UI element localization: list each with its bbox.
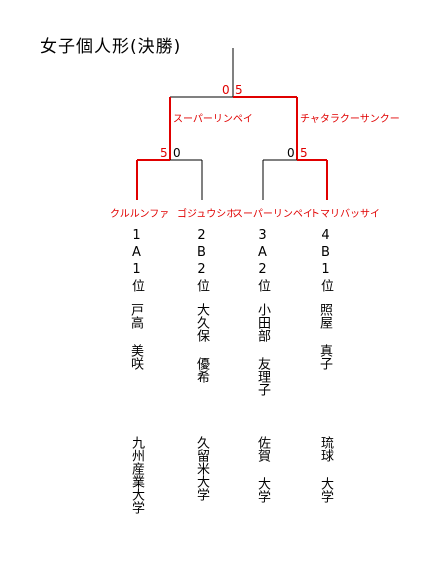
player-4-school: 琉球 大学 (318, 436, 333, 503)
player-1-school: 九州産業大学 (129, 436, 144, 514)
player-4-kata: トマリバッサイ (310, 209, 380, 220)
player-1-pool: A (129, 245, 144, 260)
player-4-pool: B (318, 245, 333, 260)
player-2-school: 久留米大学 (194, 436, 209, 501)
final-score-left: 0 (222, 83, 230, 97)
player-1-rank: 1 (129, 262, 144, 277)
final-right-kata: チャタラクーサンクー (300, 114, 400, 125)
player-3-kata: スーパーリンペイ (233, 209, 313, 220)
player-4-rank: 1 (318, 262, 333, 277)
player-2-name: 大久保 優希 (194, 303, 209, 383)
player-3-pos: 位 (255, 279, 270, 292)
semi-left-score-right: 0 (173, 146, 181, 160)
player-1-seed: 1 (129, 228, 144, 243)
player-3-rank: 2 (255, 262, 270, 277)
semi-right-score-right: 5 (300, 146, 308, 160)
player-2-kata: ゴジュウシホ (177, 209, 237, 220)
final-score-right: 5 (235, 83, 243, 97)
player-1-pos: 位 (129, 279, 144, 292)
player-2-rank: 2 (194, 262, 209, 277)
player-4-seed: 4 (318, 228, 333, 243)
player-3-school: 佐賀 大学 (255, 436, 270, 503)
semi-left-score-left: 5 (160, 146, 168, 160)
player-2-pool: B (194, 245, 209, 260)
player-3-seed: 3 (255, 228, 270, 243)
page-title: 女子個人形(決勝) (40, 37, 182, 57)
final-left-kata: スーパーリンペイ (173, 114, 253, 125)
player-2-pos: 位 (194, 279, 209, 292)
player-4-pos: 位 (318, 279, 333, 292)
player-1-kata: クルルンファ (110, 209, 170, 220)
player-3-pool: A (255, 245, 270, 260)
player-1-name: 戸高 美咲 (128, 303, 143, 370)
player-4-name: 照屋 真子 (317, 303, 332, 370)
player-2-seed: 2 (194, 228, 209, 243)
player-3-name: 小田部 友理子 (255, 303, 270, 396)
semi-right-score-left: 0 (287, 146, 295, 160)
